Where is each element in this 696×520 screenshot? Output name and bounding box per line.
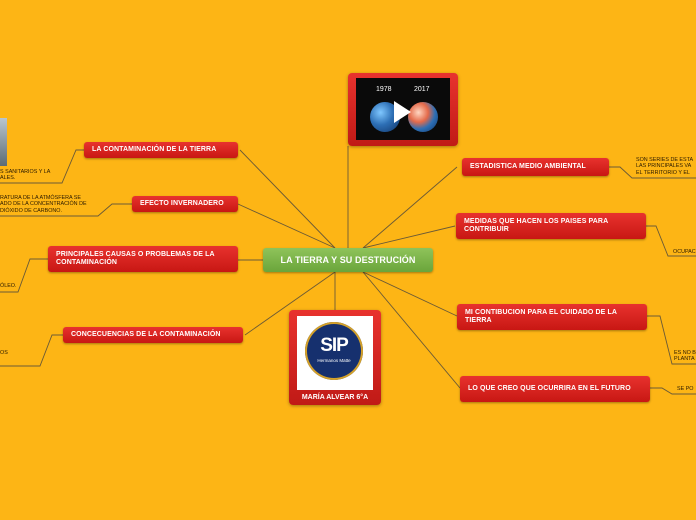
connector-note-left-4 <box>0 334 63 367</box>
partial-photo <box>0 118 7 166</box>
topic-label: EFECTO INVERNADERO <box>140 200 224 207</box>
note-right-1: SON SERIES DE ESTA LAS PRINCIPALES VA EL… <box>636 157 694 176</box>
topic-label: CONCECUENCIAS DE LA CONTAMINACIÓN <box>71 331 221 338</box>
connector-left-1 <box>239 149 336 249</box>
connector-right-1 <box>362 166 458 249</box>
connector-right-4 <box>362 271 461 389</box>
topic-estadistica[interactable]: ESTADISTICA MEDIO AMBIENTAL <box>462 158 609 176</box>
year-label-right: 2017 <box>414 86 430 93</box>
logo-card: SIP Hermanos Matte MARÍA ALVEAR 6°A <box>289 310 381 405</box>
topic-label: MI CONTIBUCION PARA EL CUIDADO DE LA TIE… <box>465 309 617 324</box>
logo-subtitle: Hermanos Matte <box>317 358 351 363</box>
author-caption: MARÍA ALVEAR 6°A <box>301 394 369 401</box>
topic-label: PRINCIPALES CAUSAS O PROBLEMAS DE LA CON… <box>56 251 215 266</box>
hot-earth-globe-icon <box>408 102 438 132</box>
connector-note-right-1 <box>609 166 696 179</box>
topic-futuro[interactable]: LO QUE CREO QUE OCURRIRA EN EL FUTURO <box>460 376 650 402</box>
note-left-1: S SANITARIOS Y LA ALES. <box>0 169 51 182</box>
note-right-4: SE PO <box>677 386 694 392</box>
central-topic-label: LA TIERRA Y SU DESTRUCIÓN <box>280 255 416 265</box>
central-topic[interactable]: LA TIERRA Y SU DESTRUCIÓN <box>263 248 433 272</box>
year-label-left: 1978 <box>376 86 392 93</box>
connector-left-4 <box>244 271 336 336</box>
logo-text: SIP <box>320 335 349 356</box>
connector-left-2 <box>237 203 336 249</box>
connector-right-2 <box>362 225 456 249</box>
connector-note-right-3 <box>647 315 696 365</box>
topic-label: LO QUE CREO QUE OCURRIRA EN EL FUTURO <box>468 385 631 392</box>
note-left-2: RATURA DE LA ATMÓSFERA SE ADO DE LA CONC… <box>0 195 87 214</box>
topic-consecuencias[interactable]: CONCECUENCIAS DE LA CONTAMINACIÓN <box>63 327 243 343</box>
topic-contaminacion-tierra[interactable]: LA CONTAMINACIÓN DE LA TIERRA <box>84 142 238 158</box>
topic-medidas-paises[interactable]: MEDIDAS QUE HACEN LOS PAISES PARA CONTRI… <box>456 213 646 239</box>
note-left-3: ÓLEO. <box>0 283 17 289</box>
video-card[interactable]: 1978 2017 <box>348 73 458 146</box>
school-logo-icon: SIP Hermanos Matte <box>305 322 363 380</box>
video-thumbnail: 1978 2017 <box>356 78 450 140</box>
connector-note-right-2 <box>646 225 696 257</box>
connector-note-left-1 <box>0 149 84 184</box>
topic-mi-contribucion[interactable]: MI CONTIBUCION PARA EL CUIDADO DE LA TIE… <box>457 304 647 330</box>
note-right-2: OCUPAC <box>673 249 696 255</box>
connector-right-3 <box>362 271 458 317</box>
connector-note-left-2 <box>0 203 132 217</box>
topic-label: LA CONTAMINACIÓN DE LA TIERRA <box>92 146 217 153</box>
topic-label: ESTADISTICA MEDIO AMBIENTAL <box>470 163 586 170</box>
play-icon[interactable] <box>394 101 411 123</box>
note-right-3: ES NO B PLANTA <box>674 350 696 363</box>
connector-note-right-4 <box>650 387 696 395</box>
connector-note-left-3 <box>0 258 48 293</box>
topic-principales-causas[interactable]: PRINCIPALES CAUSAS O PROBLEMAS DE LA CON… <box>48 246 238 272</box>
logo-frame: SIP Hermanos Matte <box>297 316 373 390</box>
note-left-4: OS <box>0 350 8 356</box>
topic-efecto-invernadero[interactable]: EFECTO INVERNADERO <box>132 196 238 212</box>
topic-label: MEDIDAS QUE HACEN LOS PAISES PARA CONTRI… <box>464 218 608 233</box>
